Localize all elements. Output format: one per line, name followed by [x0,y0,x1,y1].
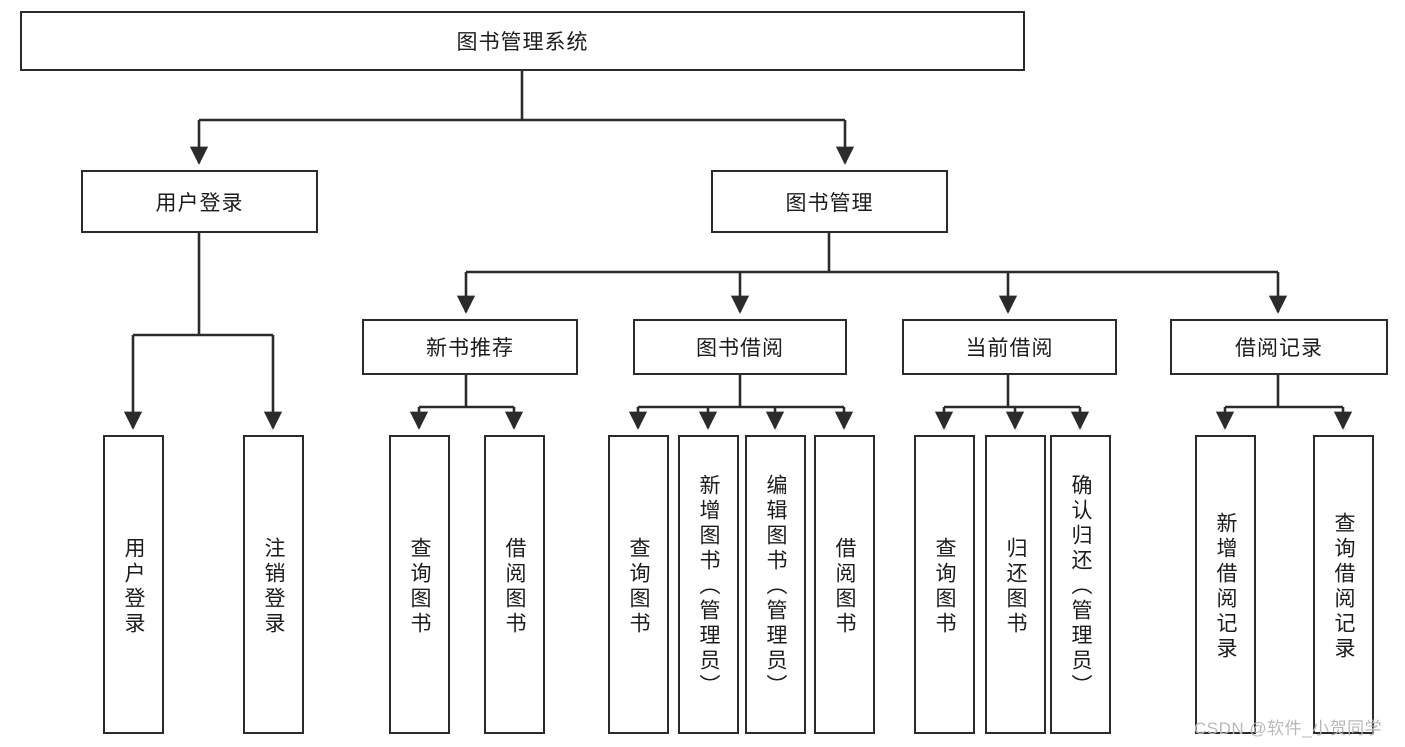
edge-borrowrecord-to-leaves [1215,375,1353,430]
leaf-add-borrow-record-label: 新增借阅记录 [1214,511,1237,662]
leaf-user-login[interactable]: 用户登录 [103,435,164,734]
edge-bookmanage-to-level3 [456,233,1288,314]
node-current-borrow-label: 当前借阅 [965,337,1054,360]
leaf-return-book[interactable]: 归还图书 [985,435,1046,734]
leaf-return-book-label: 归还图书 [1004,536,1027,637]
edge-currentborrow-to-leaves [934,375,1090,430]
leaf-add-borrow-record[interactable]: 新增借阅记录 [1195,435,1256,734]
leaf-add-book[interactable]: 新增图书（管理员） [678,435,739,734]
leaf-query-borrow-record[interactable]: 查询借阅记录 [1313,435,1374,734]
node-user-login-label: 用户登录 [155,191,244,215]
edge-bookborrow-to-leaves [628,375,854,430]
node-new-book-recommend-label: 新书推荐 [426,337,514,360]
node-new-book-recommend[interactable]: 新书推荐 [362,319,578,375]
leaf-add-book-label: 新增图书（管理员） [697,474,720,699]
node-book-borrow[interactable]: 图书借阅 [633,319,847,375]
leaf-borrow-book-rec[interactable]: 借阅图书 [484,435,545,734]
leaf-query-book-rec[interactable]: 查询图书 [389,435,450,734]
leaf-query-book-rec-label: 查询图书 [408,536,431,637]
node-root-label: 图书管理系统 [456,31,589,54]
edge-root-to-level2 [189,71,855,165]
node-root[interactable]: 图书管理系统 [20,11,1025,71]
leaf-confirm-return-label: 确认归还（管理员） [1069,474,1092,699]
edge-newbook-to-leaves [409,375,524,430]
leaf-query-book-borrow[interactable]: 查询图书 [608,435,669,734]
node-book-manage[interactable]: 图书管理 [711,170,948,233]
node-current-borrow[interactable]: 当前借阅 [902,319,1117,375]
leaf-logout[interactable]: 注销登录 [243,435,304,734]
node-user-login[interactable]: 用户登录 [81,170,318,233]
node-borrow-record-label: 借阅记录 [1235,337,1323,360]
edge-userlogin-to-leaves [123,233,283,430]
csdn-watermark: CSDN @软件_小贺同学 [1194,719,1383,738]
leaf-logout-label: 注销登录 [262,536,285,637]
leaf-borrow-book-rec-label: 借阅图书 [503,536,526,637]
node-borrow-record[interactable]: 借阅记录 [1170,319,1388,375]
leaf-edit-book-label: 编辑图书（管理员） [764,474,787,699]
leaf-edit-book[interactable]: 编辑图书（管理员） [745,435,806,734]
leaf-borrow-book[interactable]: 借阅图书 [814,435,875,734]
leaf-user-login-label: 用户登录 [122,536,145,637]
leaf-borrow-book-label: 借阅图书 [833,536,856,637]
node-book-borrow-label: 图书借阅 [696,337,784,360]
leaf-query-borrow-record-label: 查询借阅记录 [1332,511,1355,662]
leaf-query-book-borrow-label: 查询图书 [627,536,650,637]
leaf-confirm-return[interactable]: 确认归还（管理员） [1050,435,1111,734]
node-book-manage-label: 图书管理 [785,191,874,215]
leaf-query-book-current-label: 查询图书 [933,536,956,637]
leaf-query-book-current[interactable]: 查询图书 [914,435,975,734]
